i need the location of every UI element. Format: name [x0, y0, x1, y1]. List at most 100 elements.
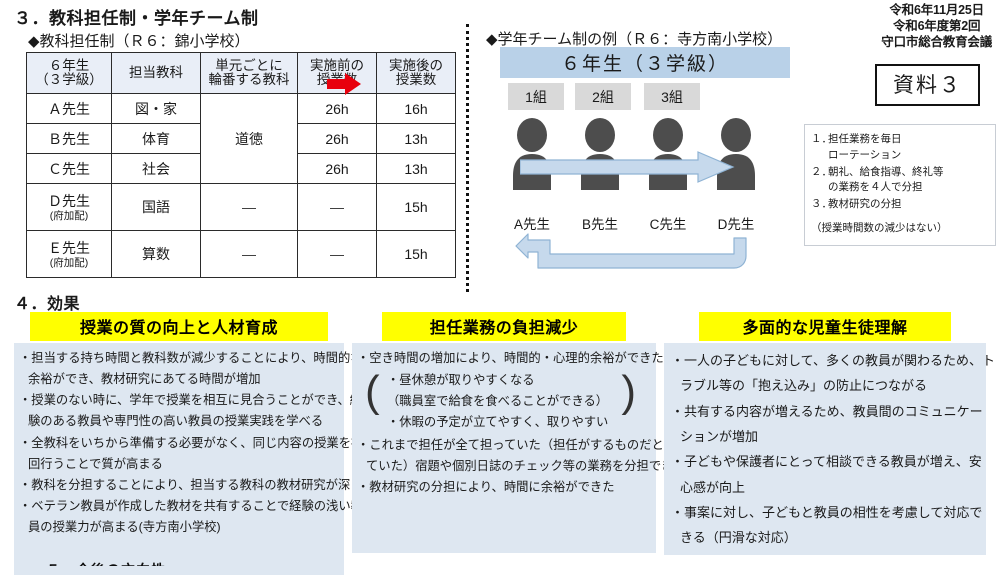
teacher-note: (府加配)	[49, 257, 89, 270]
table-row: Ａ先生 図・家 道徳 26h 16h	[26, 93, 456, 184]
list-item: ３． 教材研究の分担	[811, 197, 989, 213]
effect-line: 回行うことで質が高まる	[28, 456, 163, 471]
effect-line: ・子どもや保護者にとって相談できる教員が増え、安	[671, 454, 982, 470]
cell-teacher: Ｃ先生	[26, 153, 112, 184]
notes-list: １． 担任業務を毎日 ローテーション ２． 朝礼、給食指導、終礼等 の業務を４人…	[811, 132, 989, 213]
note-text: 担任業務を毎日 ローテーション	[828, 132, 989, 164]
grade-banner: ６年生（３学級）	[500, 47, 790, 78]
effect-line: ションが増加	[680, 429, 759, 445]
effect-line: きる（円滑な対応）	[680, 530, 797, 546]
cell-after: 15h	[376, 230, 456, 278]
notes-tail: （授業時間数の減少はない）	[811, 221, 948, 234]
note-number: ２．	[811, 165, 832, 178]
table-header-row: ６年生 （３学級） 担当教科 単元ごとに 輪番する教科 実施前の 授業数 実施後…	[26, 52, 456, 94]
header-main: 単元ごとに	[215, 58, 283, 74]
note-number: １．	[811, 133, 832, 145]
teacher-label-c: C先生	[649, 217, 687, 232]
cell-subject: 体育	[111, 123, 201, 154]
table-row: Ｄ先生 (府加配) 国語 ― ― 15h	[26, 183, 456, 231]
bracket-left-icon: (	[365, 367, 380, 417]
cell-after: 13h	[376, 123, 456, 154]
cell-before: 26h	[297, 153, 377, 184]
cell-before: ―	[297, 183, 377, 231]
cell-rotating-subject: 道徳	[200, 93, 298, 184]
header-sub: 授業数	[395, 72, 437, 88]
effect-column-2: 担任業務の負担減少 ・空き時間の増加により、時間的・心理的余裕ができた ( ) …	[352, 312, 689, 553]
subject-teacher-table: ６年生 （３学級） 担当教科 単元ごとに 輪番する教科 実施前の 授業数 実施後…	[26, 52, 456, 278]
section3-subheading-left: ◆教科担任制（Ｒ６：錦小学校）	[28, 33, 250, 50]
cell-teacher: Ｅ先生 (府加配)	[26, 230, 112, 278]
meeting-date: 令和6年11月25日	[889, 3, 984, 17]
document-badge: 資料３	[875, 64, 980, 106]
list-item: １． 担任業務を毎日 ローテーション	[811, 132, 989, 164]
header-sub: 輪番する教科	[208, 72, 290, 88]
effect-sub-group: ( ) ・昼休憩が取りやすくなる （職員室で給食を食べることができる） ・休暇の…	[357, 367, 650, 433]
cell-subject: 算数	[111, 230, 201, 278]
table-header-cell-4: 実施後の 授業数	[376, 52, 456, 94]
effect-line: 員の授業力が高まる(寺方南小学校)	[28, 520, 221, 535]
effect-column-3: 多面的な児童生徒理解 ・一人の子どもに対して、多くの教員が関わるため、ト ラブル…	[664, 312, 995, 555]
cell-before: 26h	[297, 93, 377, 124]
cell-teacher: Ｄ先生 (府加配)	[26, 183, 112, 231]
effect-body-2: ・空き時間の増加により、時間的・心理的余裕ができた ( ) ・昼休憩が取りやすく…	[352, 343, 689, 553]
cell-before: ―	[297, 230, 377, 278]
cell-rotating-subject: ―	[200, 183, 298, 231]
note-line: ローテーション	[828, 148, 902, 161]
table-row: Ｅ先生 (府加配) 算数 ― ― 15h	[26, 230, 456, 278]
effect-line: ・事案に対し、子どもと教員の相性を考慮して対応で	[671, 505, 983, 521]
effect-title-3: 多面的な児童生徒理解	[699, 312, 951, 341]
cell-subject: 国語	[111, 183, 201, 231]
effect-line: ・空き時間の増加により、時間的・心理的余裕ができた	[357, 351, 664, 365]
effect-line: ・共有する内容が増えるため、教員間のコミュニケー	[671, 403, 983, 419]
effect-line: ・一人の子どもに対して、多くの教員が関わるため、ト	[671, 353, 995, 368]
effect-line: ・担当する持ち時間と教科数が減少することにより、時間的な	[19, 351, 363, 365]
effect-line: （職員室で給食を食べることができる）	[387, 394, 609, 409]
teacher-name: Ｄ先生	[48, 193, 90, 210]
table-header-cell-2: 単元ごとに 輪番する教科	[200, 52, 298, 94]
cell-teacher: Ｂ先生	[26, 123, 112, 154]
note-line: 担任業務を毎日	[828, 133, 902, 145]
cell-after: 15h	[376, 183, 456, 231]
section3-heading: ３．教科担任制・学年チーム制	[14, 9, 259, 28]
teacher-name: Ｅ先生	[48, 240, 90, 257]
note-line: 朝礼、給食指導、終礼等	[828, 165, 944, 178]
cell-teacher: Ａ先生	[26, 93, 112, 124]
meeting-session: 令和6年度第2回	[892, 19, 981, 33]
red-arrow-icon	[327, 73, 361, 95]
effect-line: ていた）宿題や個別日誌のチェック等の業務を分担できた	[366, 458, 686, 473]
class-chip-2: 2組	[575, 83, 631, 110]
effect-line: ・ベテラン教員が作成した教材を共有することで経験の浅い教	[19, 498, 363, 513]
cell-subject: 図・家	[111, 93, 201, 124]
effect-column-1: 授業の質の向上と人材育成 ・担当する持ち時間と教科数が減少することにより、時間的…	[14, 312, 376, 575]
note-text: 教材研究の分担	[828, 197, 989, 213]
next-section-heading-cutoff: ５．今後の方向性	[46, 560, 166, 566]
teacher-note: (府加配)	[49, 210, 89, 223]
effect-line: 心感が向上	[680, 479, 746, 495]
section3-subheading-right: ◆学年チーム制の例（Ｒ６：寺方南小学校）	[486, 31, 783, 48]
note-text: 朝礼、給食指導、終礼等 の業務を４人で分担	[828, 165, 989, 197]
effect-line: 余裕ができ、教材研究にあてる時間が増加	[28, 372, 261, 387]
note-number: ３．	[811, 198, 832, 210]
effect-line: ・これまで担任が全て担っていた（担任がするものだとされ	[357, 437, 689, 452]
effect-line: ・全教科をいちから準備する必要がなく、同じ内容の授業を複数	[19, 435, 376, 450]
effect-line: ・教科を分担することにより、担当する教科の教材研究が深まる	[19, 477, 375, 492]
table-row: Ｂ先生 体育 26h 13h	[26, 123, 456, 154]
effect-line: ラブル等の「抱え込み」の防止につながる	[680, 378, 928, 394]
effect-line: ・休暇の予定が立てやすく、取りやすい	[387, 415, 609, 430]
effect-line: ・昼休憩が取りやすくなる	[387, 373, 535, 388]
vertical-dotted-divider	[466, 24, 469, 292]
list-item: ２． 朝礼、給食指導、終礼等 の業務を４人で分担	[811, 165, 989, 197]
header-sub: （３学級）	[35, 72, 103, 88]
rotation-arrow-right-icon	[520, 151, 735, 183]
table-row: Ｃ先生 社会 26h 13h	[26, 153, 456, 184]
effect-line: ・授業のない時に、学年で授業を相互に見合うことができ、経	[19, 393, 363, 408]
header-main: 担当教科	[129, 65, 183, 81]
effect-title-2: 担任業務の負担減少	[382, 312, 626, 341]
bracket-right-icon: )	[621, 367, 636, 417]
effect-line: ・教材研究の分担により、時間に余裕ができた	[357, 479, 615, 494]
cell-subject: 社会	[111, 153, 201, 184]
note-line: 教材研究の分担	[828, 198, 902, 210]
header-main: 実施前の	[310, 58, 364, 74]
class-chip-3: 3組	[644, 83, 700, 110]
cell-before: 26h	[297, 123, 377, 154]
